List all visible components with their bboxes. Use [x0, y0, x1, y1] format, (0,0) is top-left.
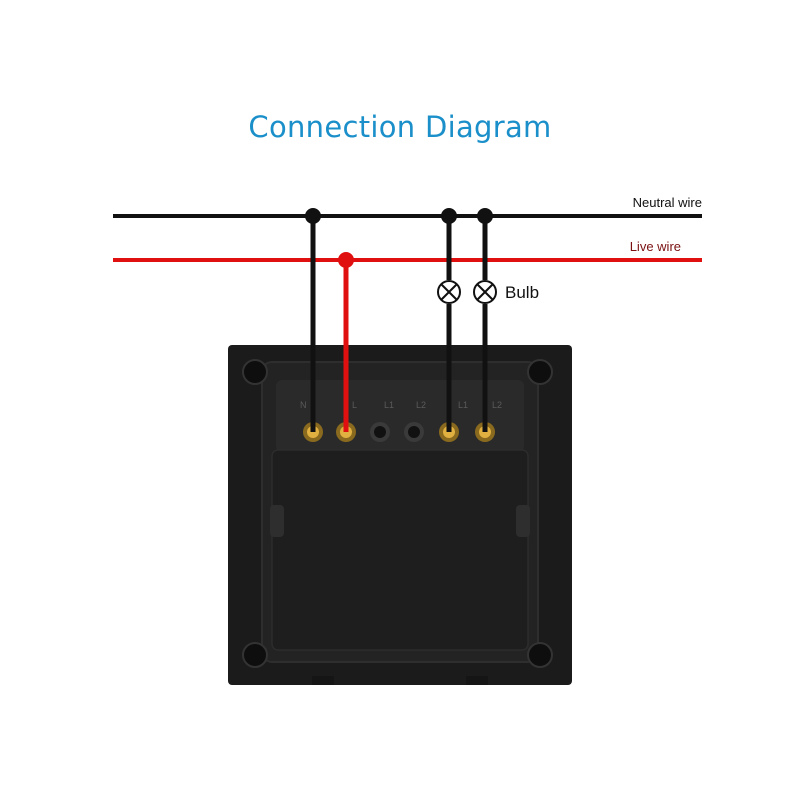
terminal-label-3: L1 — [384, 400, 394, 410]
bulb-icon-2 — [473, 280, 497, 304]
junction-dot-neutral-3 — [477, 208, 493, 224]
live-wire-label: Live wire — [630, 239, 681, 254]
screw-hole-bottom-left — [242, 642, 268, 668]
terminal-screw-empty-1 — [370, 422, 390, 442]
switch-body — [228, 345, 572, 685]
bulb-label: Bulb — [505, 283, 539, 302]
junction-dot-neutral-1 — [305, 208, 321, 224]
screw-hole-top-right — [527, 359, 553, 385]
diagram-title: Connection Diagram — [248, 110, 552, 144]
terminal-label-5: L1 — [458, 400, 468, 410]
screw-hole-bottom-right — [527, 642, 553, 668]
neutral-wire-label: Neutral wire — [633, 195, 702, 210]
screw-hole-top-left — [242, 359, 268, 385]
junction-dot-neutral-2 — [441, 208, 457, 224]
bulb-icon-1 — [437, 280, 461, 304]
terminal-label-4: L2 — [416, 400, 426, 410]
terminal-label-6: L2 — [492, 400, 502, 410]
junction-dot-live — [338, 252, 354, 268]
terminal-label-1: N — [300, 400, 307, 410]
terminal-label-2: L — [352, 400, 357, 410]
terminal-screw-empty-2 — [404, 422, 424, 442]
